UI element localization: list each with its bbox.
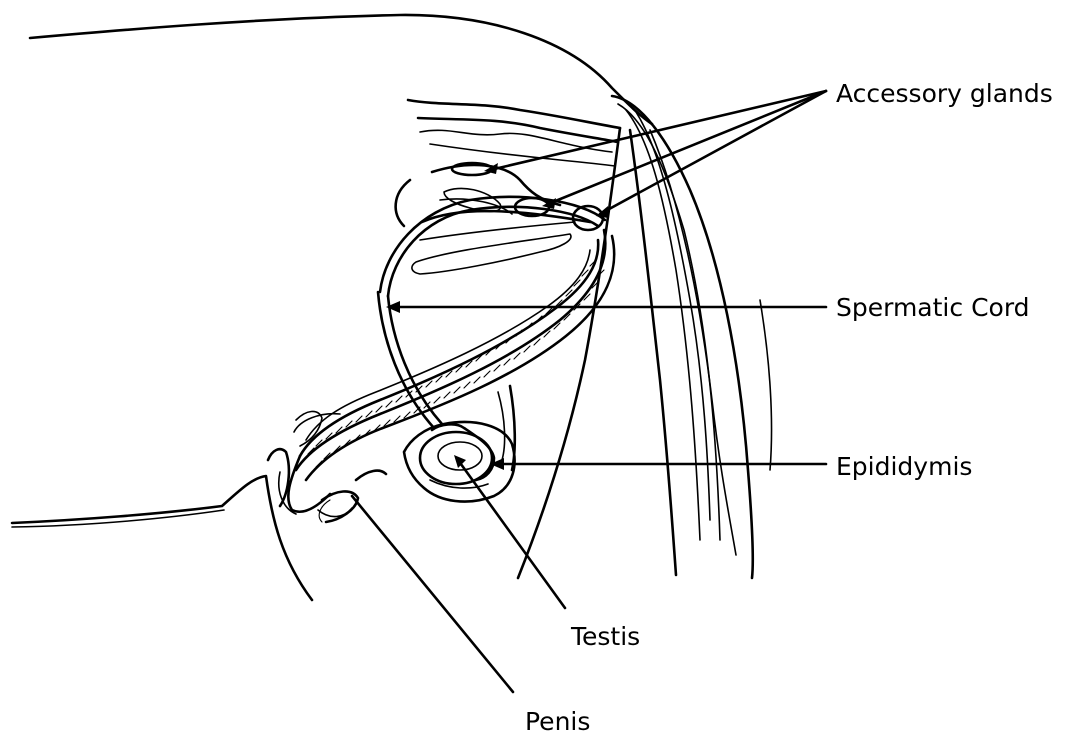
label-testis: Testis [571, 624, 640, 649]
back-outline [30, 15, 652, 124]
leader-penis [352, 496, 513, 692]
label-accessory-glands: Accessory glands [836, 81, 1053, 106]
label-epididymis: Epididymis [836, 454, 972, 479]
rectum-outline [408, 100, 620, 166]
hind-leg-outline [518, 96, 772, 578]
label-spermatic-cord: Spermatic Cord [836, 295, 1030, 320]
leader-testis [458, 460, 565, 608]
arrowheads [386, 163, 608, 470]
leader-lines [352, 91, 826, 692]
label-penis: Penis [525, 709, 590, 734]
belly-outline [12, 476, 312, 600]
penis-hatching [308, 260, 604, 467]
belly-fold [12, 510, 224, 527]
